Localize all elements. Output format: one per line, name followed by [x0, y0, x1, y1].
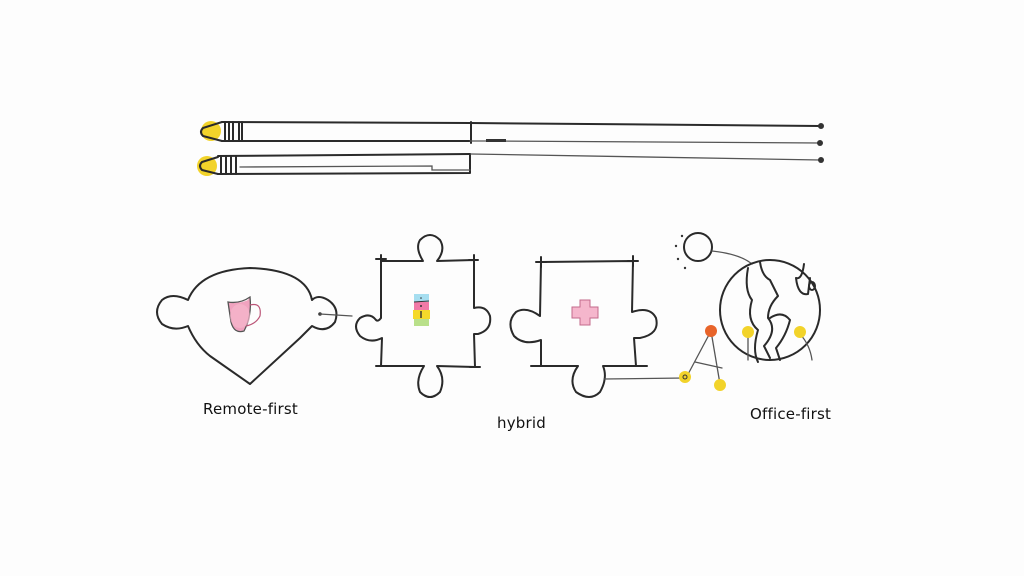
globe-icon — [719, 259, 821, 363]
leaf-node-4 — [794, 326, 806, 338]
leaf-node-1 — [679, 371, 691, 383]
pencil-2 — [197, 153, 824, 176]
piece-stack — [355, 234, 492, 398]
piece-office-first — [674, 232, 821, 391]
leaf-node-2 — [714, 379, 726, 391]
hub-node — [705, 325, 717, 337]
piece-hybrid — [509, 255, 686, 398]
pencil-1 — [200, 121, 824, 146]
label-remote-first: Remote-first — [203, 400, 299, 418]
piece-remote-first — [156, 267, 353, 385]
label-office-first: Office-first — [750, 405, 832, 423]
network-nodes — [679, 325, 813, 391]
label-hybrid: hybrid — [497, 414, 546, 432]
coffee-mug-icon — [227, 295, 261, 333]
endpoint-dot-2 — [817, 140, 823, 146]
plus-cross-icon — [571, 299, 599, 326]
leaf-node-3 — [742, 326, 754, 338]
endpoint-dot-1 — [818, 123, 824, 129]
moon-icon — [674, 232, 753, 270]
color-stack-icon — [413, 294, 430, 326]
endpoint-dot-3 — [818, 157, 824, 163]
